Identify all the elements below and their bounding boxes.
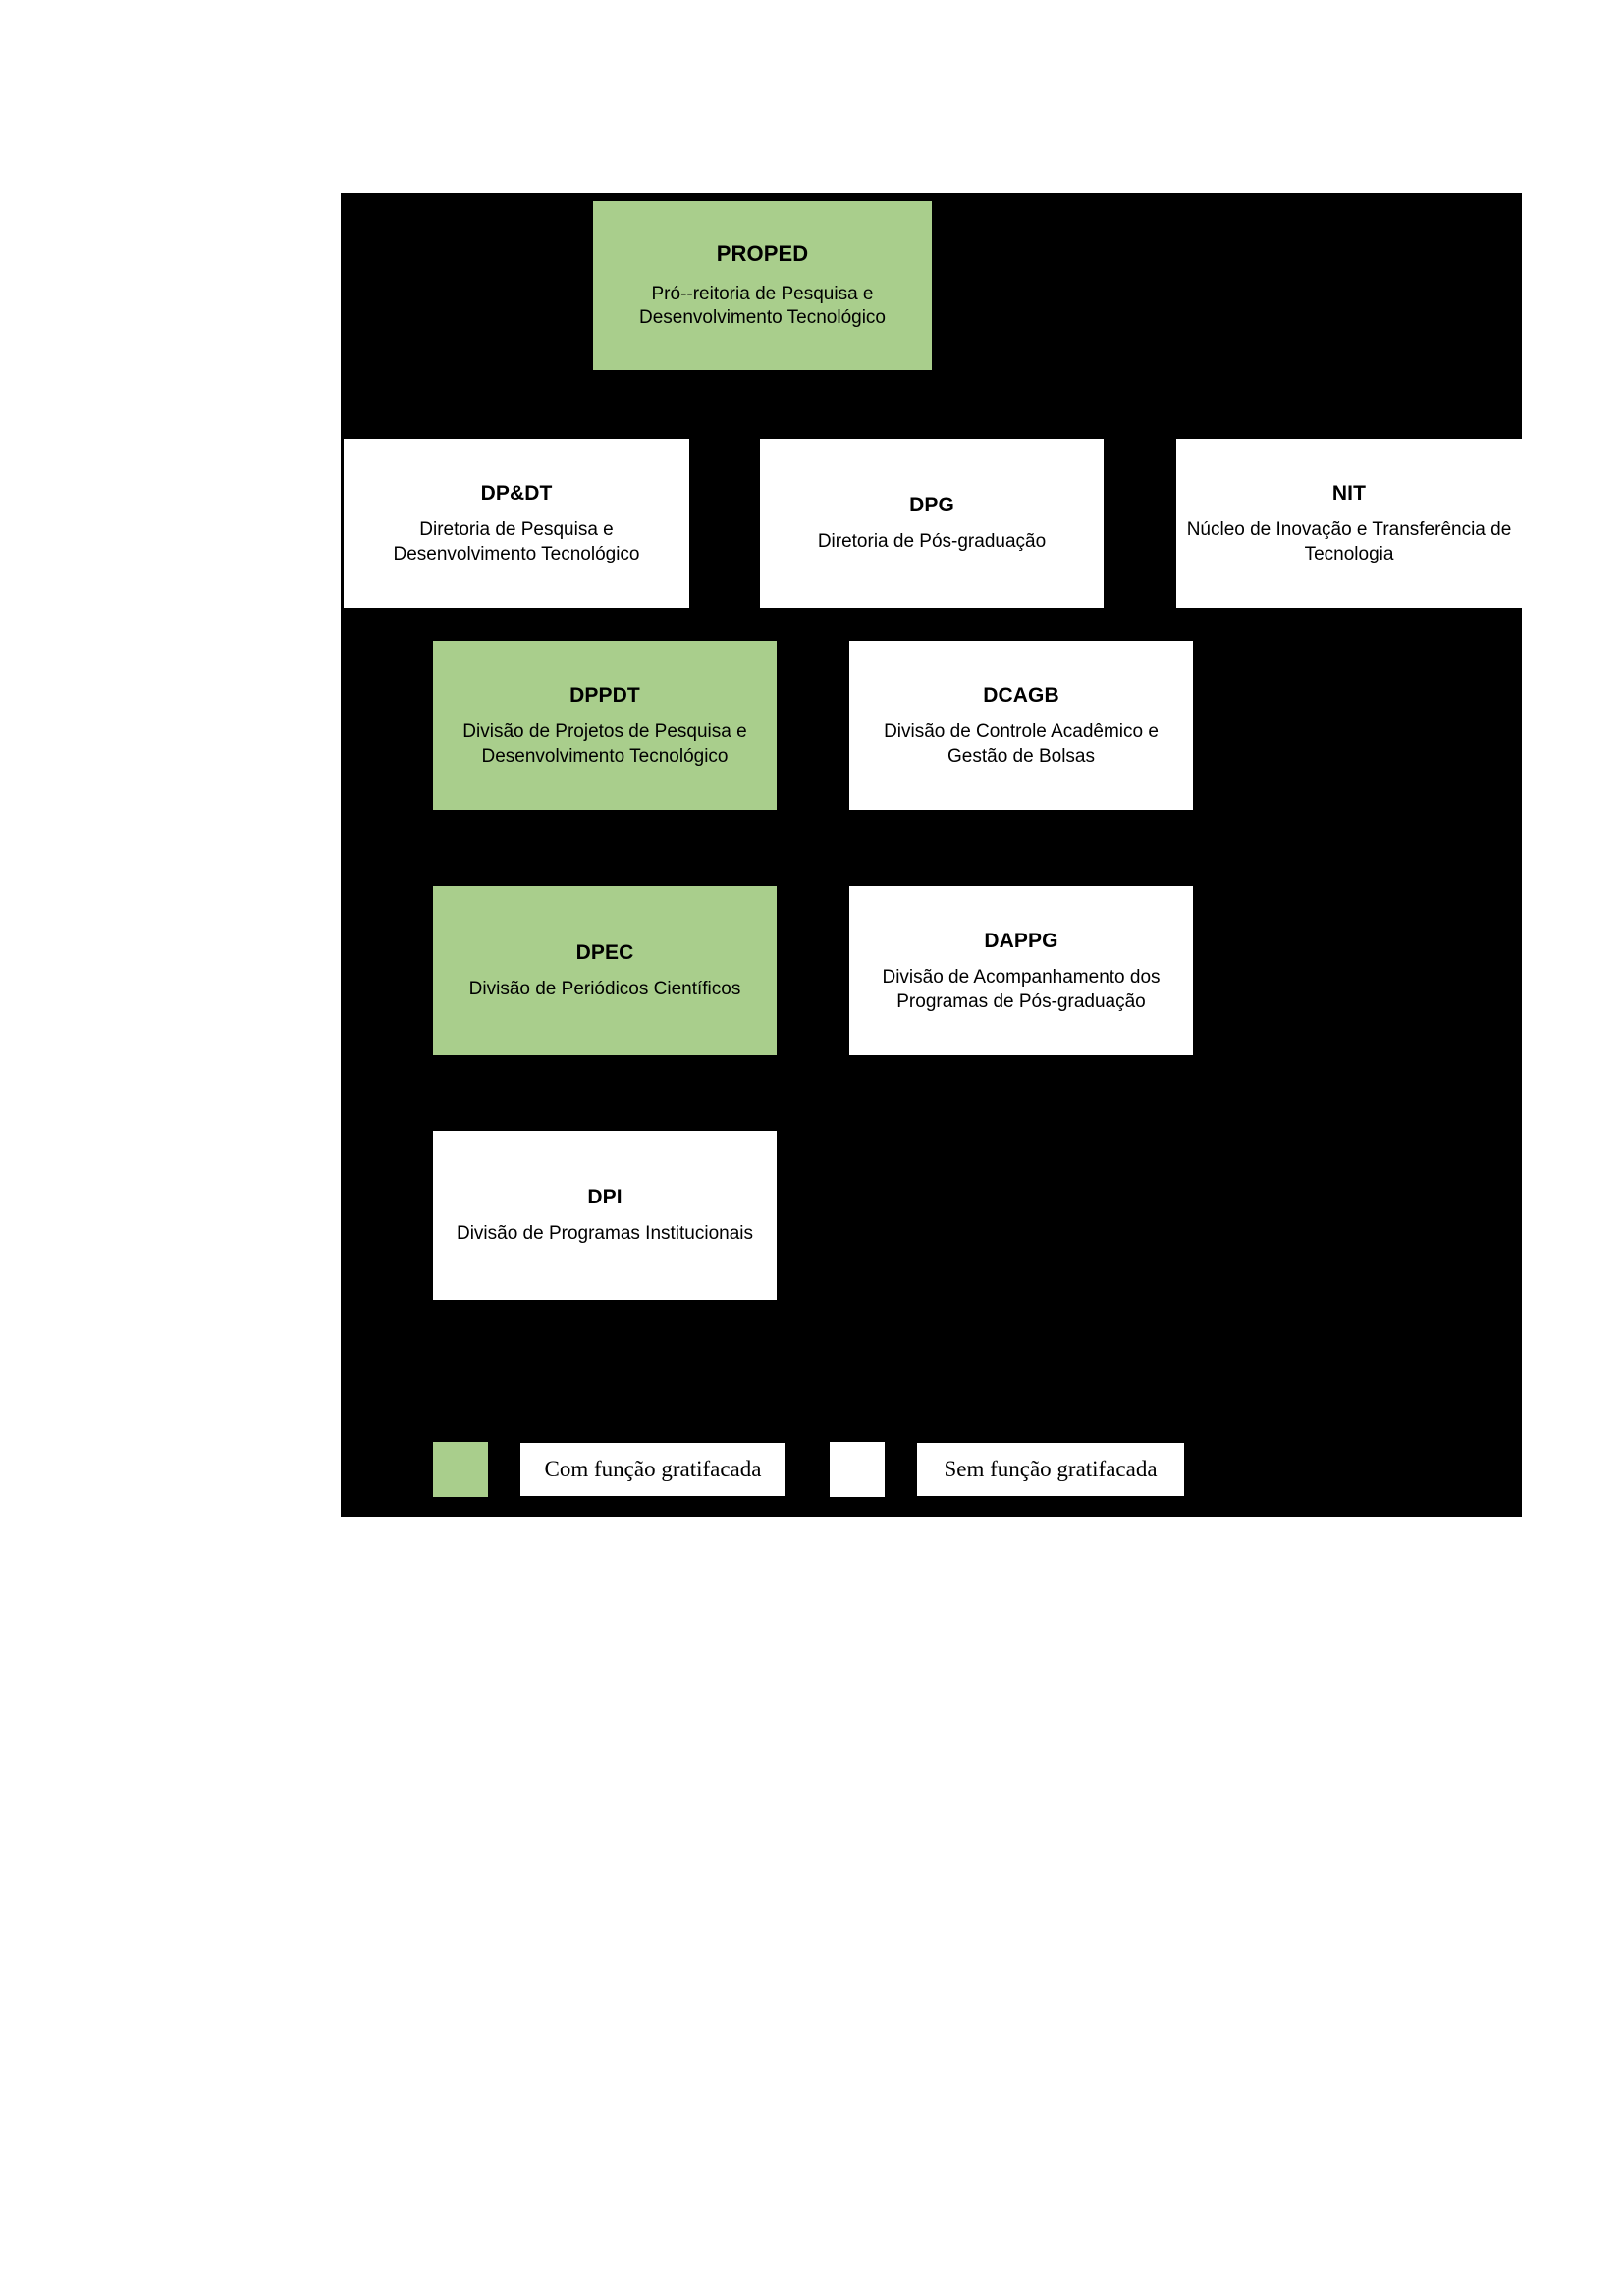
org-box-dpg[interactable]: DPG Diretoria de Pós-graduação xyxy=(760,439,1104,608)
org-box-proped[interactable]: PROPED Pró--reitoria de Pesquisa e Desen… xyxy=(593,201,932,370)
legend-label-without-bonus: Sem função gratifacada xyxy=(917,1443,1184,1496)
legend-swatch-white xyxy=(830,1442,885,1497)
org-box-acronym: DPG xyxy=(909,494,954,516)
org-box-description: Divisão de Controle Acadêmico e Gestão d… xyxy=(884,721,1159,767)
org-box-description: Divisão de Projetos de Pesquisa e Desenv… xyxy=(462,721,747,767)
org-box-dpdt[interactable]: DP&DT Diretoria de Pesquisa e Desenvolvi… xyxy=(344,439,689,608)
org-box-description: Pró--reitoria de Pesquisa e Desenvolvime… xyxy=(638,283,887,329)
org-box-dappg[interactable]: DAPPG Divisão de Acompanhamento dos Prog… xyxy=(849,886,1193,1055)
org-box-acronym: NIT xyxy=(1331,481,1367,505)
org-box-acronym: PROPED xyxy=(716,241,809,267)
org-box-description: Divisão de Programas Institucionais xyxy=(456,1223,754,1245)
org-box-description: Diretoria de Pesquisa e Desenvolvimento … xyxy=(393,518,640,564)
org-box-dpec[interactable]: DPEC Divisão de Periódicos Científicos xyxy=(433,886,777,1055)
legend-label-with-bonus: Com função gratifacada xyxy=(520,1443,785,1496)
legend-entry-with-bonus: Com função gratifacada xyxy=(433,1442,785,1497)
org-box-acronym: DPPDT xyxy=(569,683,640,707)
org-box-dcagb[interactable]: DCAGB Divisão de Controle Acadêmico e Ge… xyxy=(849,641,1193,810)
legend-entry-without-bonus: Sem função gratifacada xyxy=(830,1442,1184,1497)
org-chart-canvas: PROPED Pró--reitoria de Pesquisa e Desen… xyxy=(341,193,1522,1517)
org-box-dpi[interactable]: DPI Divisão de Programas Institucionais xyxy=(433,1131,777,1300)
org-box-acronym: DPI xyxy=(587,1186,623,1208)
org-box-description: Diretoria de Pós-graduação xyxy=(817,531,1047,553)
org-box-nit[interactable]: NIT Núcleo de Inovação e Transferência d… xyxy=(1176,439,1522,608)
org-box-acronym: DCAGB xyxy=(983,683,1059,707)
org-box-acronym: DAPPG xyxy=(984,929,1058,952)
org-box-description: Divisão de Acompanhamento dos Programas … xyxy=(882,966,1161,1012)
org-box-description: Divisão de Periódicos Científicos xyxy=(468,979,741,1000)
org-box-dppdt[interactable]: DPPDT Divisão de Projetos de Pesquisa e … xyxy=(433,641,777,810)
legend: Com função gratifacada Sem função gratif… xyxy=(433,1442,1415,1497)
org-box-acronym: DPEC xyxy=(575,941,634,964)
org-box-description: Núcleo de Inovação e Transferência de Te… xyxy=(1186,518,1512,564)
legend-swatch-green xyxy=(433,1442,488,1497)
org-box-acronym: DP&DT xyxy=(480,481,553,505)
